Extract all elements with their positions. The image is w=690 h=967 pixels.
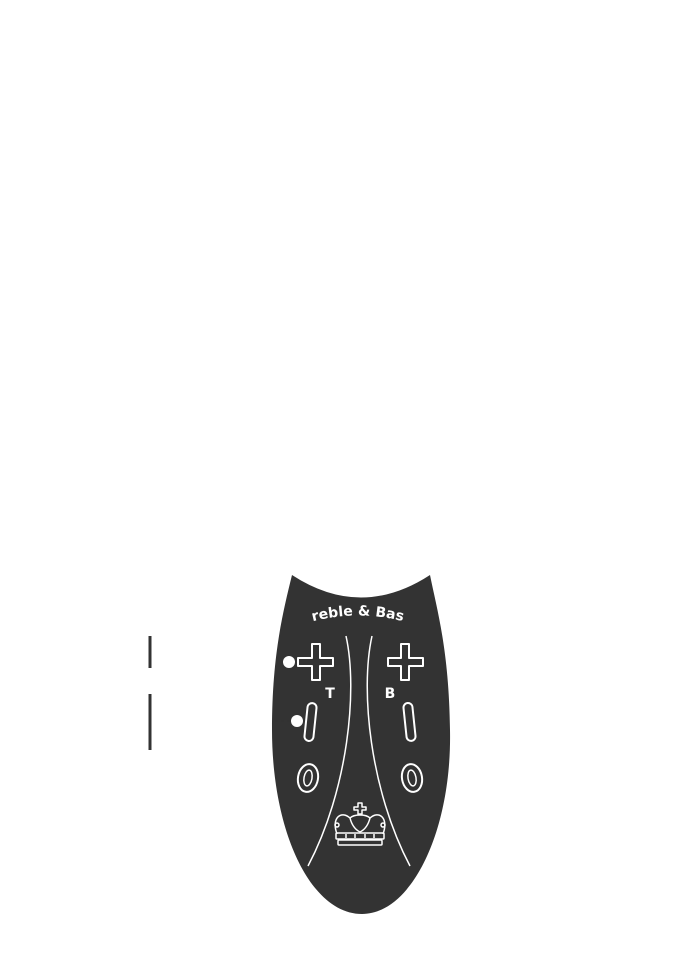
- bass-power-button[interactable]: [400, 762, 425, 793]
- minus-icon: [402, 702, 417, 742]
- panel-title-text: Treble & Bass: [0, 0, 406, 625]
- plus-icon: [297, 643, 334, 681]
- bass-label: B: [385, 686, 396, 702]
- bass-minus-button[interactable]: [402, 702, 417, 742]
- treble-label: T: [325, 686, 335, 702]
- divider-curve-right: [366, 635, 411, 867]
- panel-title: Treble & Bass: [0, 0, 406, 625]
- bass-plus-button[interactable]: [387, 643, 424, 681]
- treble-power-button[interactable]: [296, 762, 321, 793]
- power-icon-inner: [407, 769, 417, 787]
- minus-icon: [303, 702, 318, 742]
- treble-plus-button[interactable]: [297, 643, 334, 681]
- power-icon-outer: [400, 763, 424, 793]
- treble-minus-button[interactable]: [303, 702, 318, 742]
- remote-panel: [272, 575, 451, 914]
- plus-icon: [387, 643, 424, 681]
- callout-dot-minus: [291, 715, 303, 727]
- power-icon-outer: [296, 763, 320, 793]
- power-icon-inner: [303, 769, 313, 787]
- divider-curve-left: [307, 635, 352, 867]
- callout-dot-plus: [283, 656, 295, 668]
- crown-icon: [334, 802, 386, 846]
